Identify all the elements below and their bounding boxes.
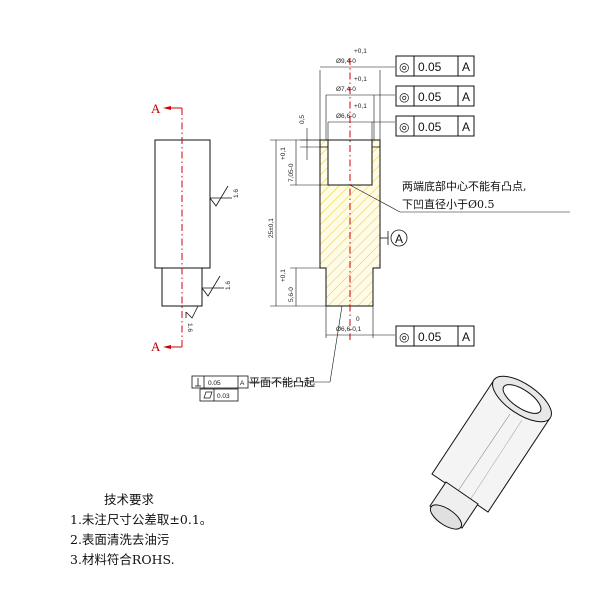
note-item: 2.表面清洗去油污: [70, 532, 170, 547]
fcf-value: 0.05: [418, 120, 442, 134]
dim-top-inner: Ø6,6-0: [336, 113, 356, 120]
tol-bore-depth: +0,1: [280, 147, 287, 160]
fcf-bottom: ◎ 0.05 A: [395, 325, 475, 347]
roughness-value-1: 1.6: [233, 189, 240, 198]
fcf-datum: A: [462, 90, 470, 104]
dim-depth-top: 0,5: [299, 115, 306, 124]
fcf-value: 0.05: [418, 330, 442, 344]
tol-top-outer: +0,1: [354, 48, 367, 55]
datum-a-label: A: [395, 232, 403, 246]
fcf-top-1: ◎ 0.05 A: [395, 55, 475, 77]
notes-title: 技术要求: [104, 492, 155, 507]
flat-note: 平面不能凸起: [249, 375, 315, 389]
datum-a-symbol: [390, 229, 408, 247]
concentricity-icon: ◎: [399, 120, 409, 134]
fcf-top-3: ◎ 0.05 A: [395, 115, 475, 137]
tol-top-inner: +0,1: [354, 103, 367, 110]
small-fcf-leader: [329, 305, 343, 383]
roughness-symbol-3: [185, 305, 199, 319]
note-item: 1.未注尺寸公差取±0.1。: [70, 512, 213, 527]
fcf-value: 0.05: [418, 90, 442, 104]
isometric-part: [429, 375, 552, 530]
callout-line-2: 下凹直径小于Ø0.5: [402, 197, 495, 211]
tol-bottom: 0: [356, 316, 360, 323]
dim-step-length: 5,6-0: [288, 287, 295, 302]
roughness-value-3: 1.6: [186, 323, 193, 332]
dim-top-outer: Ø9,4-0: [336, 58, 356, 65]
tol-top-mid: +0,1: [354, 76, 367, 83]
fcf-datum: A: [462, 60, 470, 74]
tol-step-length: +0,1: [280, 269, 287, 282]
left-view: A A 1.6 1.6 1.6: [151, 101, 240, 354]
section-label-top: A: [151, 101, 161, 116]
flatness-icon: [203, 391, 213, 399]
flat-value: 0.03: [217, 393, 230, 400]
perp-value: 0.05: [208, 380, 221, 387]
dim-bottom: Ø6,6-0,1: [336, 326, 362, 333]
dim-total-length: 25±0,1: [268, 218, 275, 238]
concentricity-icon: ◎: [399, 60, 409, 74]
dim-top-mid: Ø7,4-0: [336, 86, 356, 93]
section-arrow-top: [163, 106, 171, 110]
fcf-datum: A: [462, 330, 470, 344]
concentricity-icon: ◎: [399, 330, 409, 344]
fcf-datum: A: [462, 120, 470, 134]
technical-notes: 技术要求 1.未注尺寸公差取±0.1。 2.表面清洗去油污 3.材料符合ROHS…: [70, 490, 212, 570]
small-fcf: 0.05 A 0.03 平面不能凸起: [191, 305, 343, 402]
section-view: Ø9,4-0 +0,1 Ø7,4-0 +0,1 Ø6,6-0 +0,1 0,5 …: [268, 48, 570, 340]
section-arrow-bottom: [163, 345, 171, 349]
concentricity-icon: ◎: [399, 90, 409, 104]
callout-leader: [349, 184, 401, 213]
note-item: 3.材料符合ROHS.: [70, 552, 175, 567]
dim-bore-depth: 7,05-0: [288, 163, 295, 182]
roughness-symbol-2: [201, 275, 221, 297]
perp-datum: A: [240, 380, 245, 387]
callout-line-1: 两端底部中心不能有凸点,: [402, 179, 527, 193]
fcf-top-2: ◎ 0.05 A: [395, 85, 475, 107]
section-label-bottom: A: [151, 339, 161, 354]
fcf-value: 0.05: [418, 60, 442, 74]
roughness-symbol-1: [209, 185, 229, 207]
roughness-value-2: 1.6: [225, 281, 232, 290]
